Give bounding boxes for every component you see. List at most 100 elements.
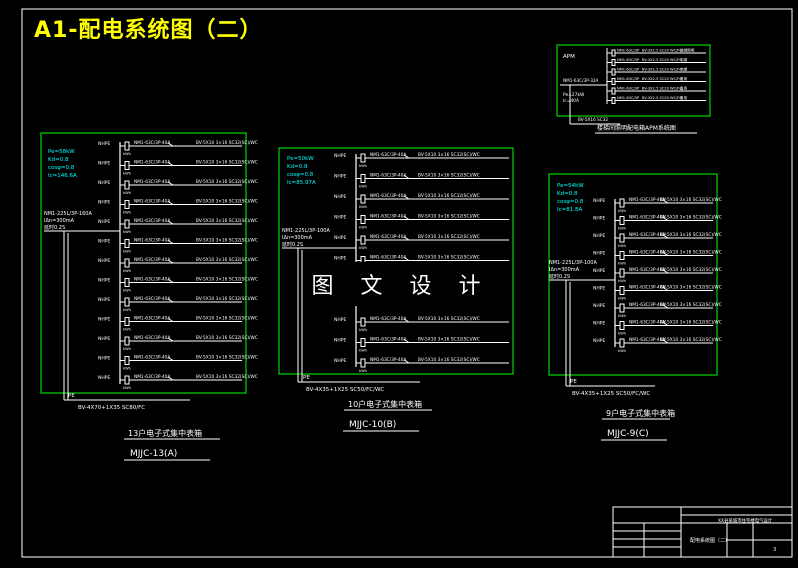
meter-symbol: [124, 219, 130, 229]
panel-mjjc-9c: Pe=54kWKd=0.8cosφ=0.8Ic=81.8ANM1-225L/3P…: [548, 173, 722, 441]
branch-use-label: 备用: [680, 76, 688, 81]
branch-use-label: 备用: [680, 95, 688, 100]
branch-type-label: NHPE: [593, 198, 605, 204]
title-block-frame: [612, 506, 793, 558]
breaker-contact: [167, 279, 174, 283]
load-parameter: Kd=0.8: [48, 157, 69, 163]
load-parameter: Ic=146.6A: [48, 173, 77, 179]
meter-symbol: [360, 338, 366, 347]
branch-cable-label: BV-5X10 3×16 SC32(SC)/WC: [418, 316, 480, 322]
branch-breaker-label: NM1-63C/3P-40A: [370, 193, 406, 199]
branch-cable-label: BV-5X10 3×16 SC32(SC)/WC: [660, 302, 722, 308]
branch-breaker-label: NM1-63C/3P-40A: [134, 238, 170, 244]
meter-label: kWh: [618, 297, 626, 301]
meter-symbol: [360, 235, 366, 245]
branch-breaker-label: NM1-63C/3P-40A: [134, 160, 170, 166]
branch-type-label: NHPE: [334, 358, 346, 364]
meter-label: kWh: [123, 328, 131, 332]
branch-breaker-label: NM1-63C/3P-40A: [370, 214, 406, 220]
branch-type-label: NHPE: [593, 303, 605, 309]
feeder-cable-label: BV-5X16 SC32: [578, 117, 608, 122]
branch-cable-label: BV-5X10 3×16 SC32(SC)/WC: [418, 214, 480, 220]
meter-label: kWh: [123, 386, 131, 390]
meter-symbol: [124, 297, 130, 307]
meter-symbol: [360, 358, 366, 368]
breaker-contact: [167, 240, 174, 244]
branch-cable-label: BV-3X2.5 SC20 WC/FC: [642, 68, 682, 72]
meter-symbol: [619, 303, 625, 313]
panel-frame: [556, 44, 711, 117]
branch-breaker-label: NM1-63C/3P-40A: [370, 234, 406, 240]
drawing-name: XX县某城市住宅楼电气设计: [718, 517, 773, 524]
pe-label: PE: [68, 393, 75, 399]
branch-type-label: NHPE: [593, 233, 605, 239]
breaker-contact: [662, 287, 669, 291]
branch-type-label: NHPE: [593, 286, 605, 292]
branch-breaker-label: NM1-63C/3P: [617, 96, 640, 100]
branch-breaker-label: NM1-63C/3P: [617, 77, 640, 81]
meter-symbol: [124, 375, 130, 385]
branch-breaker-label: NM1-63C/3P-40A: [629, 250, 665, 256]
branch-breaker-label: NM1-63C/3P-40A: [134, 374, 170, 380]
branch-cable-label: BV-3X2.5 SC20 WC/FC: [642, 87, 682, 91]
panel-frame: [40, 132, 247, 394]
panel-code: MJJC-13(A): [130, 449, 177, 459]
sheet-border: [21, 8, 793, 558]
branch-cable-label: BV-3X2.5 SC20 WC/FC: [642, 58, 682, 62]
branch-cable-label: BV-5X10 3×16 SC32(SC)/WC: [418, 234, 480, 240]
branch-cable-label: BV-5X10 3×16 SC32(SC)/WC: [418, 337, 480, 343]
branch-type-label: NHPE: [98, 336, 110, 342]
meter-label: kWh: [123, 152, 131, 156]
main-breaker-label: NM1-225L/3P-100A: [549, 260, 597, 266]
branch-breaker-label: NM1-63C/3P-40A: [370, 255, 406, 261]
branch-cable-label: BV-5X10 3×16 SC32(SC)/WC: [196, 335, 258, 341]
branch-cable-label: BV-5X10 3×16 SC32(SC)/WC: [196, 199, 258, 205]
meter-label: kWh: [618, 314, 626, 318]
branch-type-label: NHPE: [334, 317, 346, 323]
branch-breaker-label: NM1-63C/3P-40A: [134, 257, 170, 263]
branch-cable-label: BV-5X10 3×16 SC32(SC)/WC: [418, 193, 480, 199]
branch-cable-label: BV-5X10 3×16 SC32(SC)/WC: [196, 355, 258, 361]
meter-symbol: [619, 233, 625, 243]
branch-cable-label: BV-5X10 3×16 SC32(SC)/WC: [418, 255, 480, 261]
sheet-number: 3: [773, 547, 776, 553]
branch-cable-label: BV-5X10 3×16 SC32(SC)/WC: [660, 232, 722, 238]
meter-symbol: [360, 153, 366, 163]
branch-cable-label: BV-5X10 3×16 SC32(SC)/WC: [196, 277, 258, 283]
meter-symbol: [619, 216, 625, 225]
meter-symbol: [611, 78, 616, 85]
branch-type-label: NHPE: [334, 174, 346, 180]
branch-cable-label: BV-5X10 3×16 SC32(SC)/WC: [196, 374, 258, 380]
branch-cable-label: BV-5X10 3×16 SC32(SC)/WC: [196, 316, 258, 322]
meter-symbol: [124, 278, 130, 287]
branch-cable-label: BV-5X10 3×16 SC32(SC)/WC: [418, 173, 480, 179]
feeder-cable-label: BV-4X35+1X25 SC50/FC/WC: [572, 391, 650, 397]
breaker-contact: [662, 199, 669, 204]
branch-type-label: NHPE: [98, 375, 110, 381]
breaker-contact: [403, 318, 410, 323]
branch-breaker-label: NM1-63C/3P-40A: [629, 302, 665, 308]
branch-type-label: NHPE: [334, 235, 346, 241]
breaker-contact: [662, 339, 669, 344]
branch-type-label: NHPE: [98, 219, 110, 225]
load-parameter: cosφ=0.8: [557, 199, 584, 205]
branch-breaker-label: NM1-63C/3P-40A: [134, 199, 170, 205]
branch-type-label: NHPE: [593, 268, 605, 274]
meter-label: kWh: [359, 226, 367, 230]
branch-breaker-label: NM1-63C/3P-40A: [134, 179, 170, 185]
branch-breaker-label: NM1-63C/3P-40A: [134, 218, 170, 224]
panel-mjjc-13a: Pe=58kWKd=0.8cosφ=0.8Ic=146.6ANM1-225L/3…: [40, 132, 258, 461]
load-parameter: Pe=54kW: [557, 183, 584, 189]
breaker-contact: [403, 175, 410, 179]
branch-breaker-label: NM1-63C/3P-40A: [629, 337, 665, 343]
breaker-contact: [662, 322, 669, 326]
meter-label: kWh: [123, 191, 131, 195]
meter-symbol: [611, 59, 616, 66]
branch-breaker-label: NM1-63C/3P: [617, 87, 640, 91]
meter-label: kWh: [123, 289, 131, 293]
meter-label: kWh: [123, 367, 131, 371]
breaker-contact: [167, 220, 174, 225]
branch-type-label: NHPE: [593, 251, 605, 257]
meter-label: kWh: [359, 246, 367, 250]
meter-symbol: [124, 356, 130, 365]
